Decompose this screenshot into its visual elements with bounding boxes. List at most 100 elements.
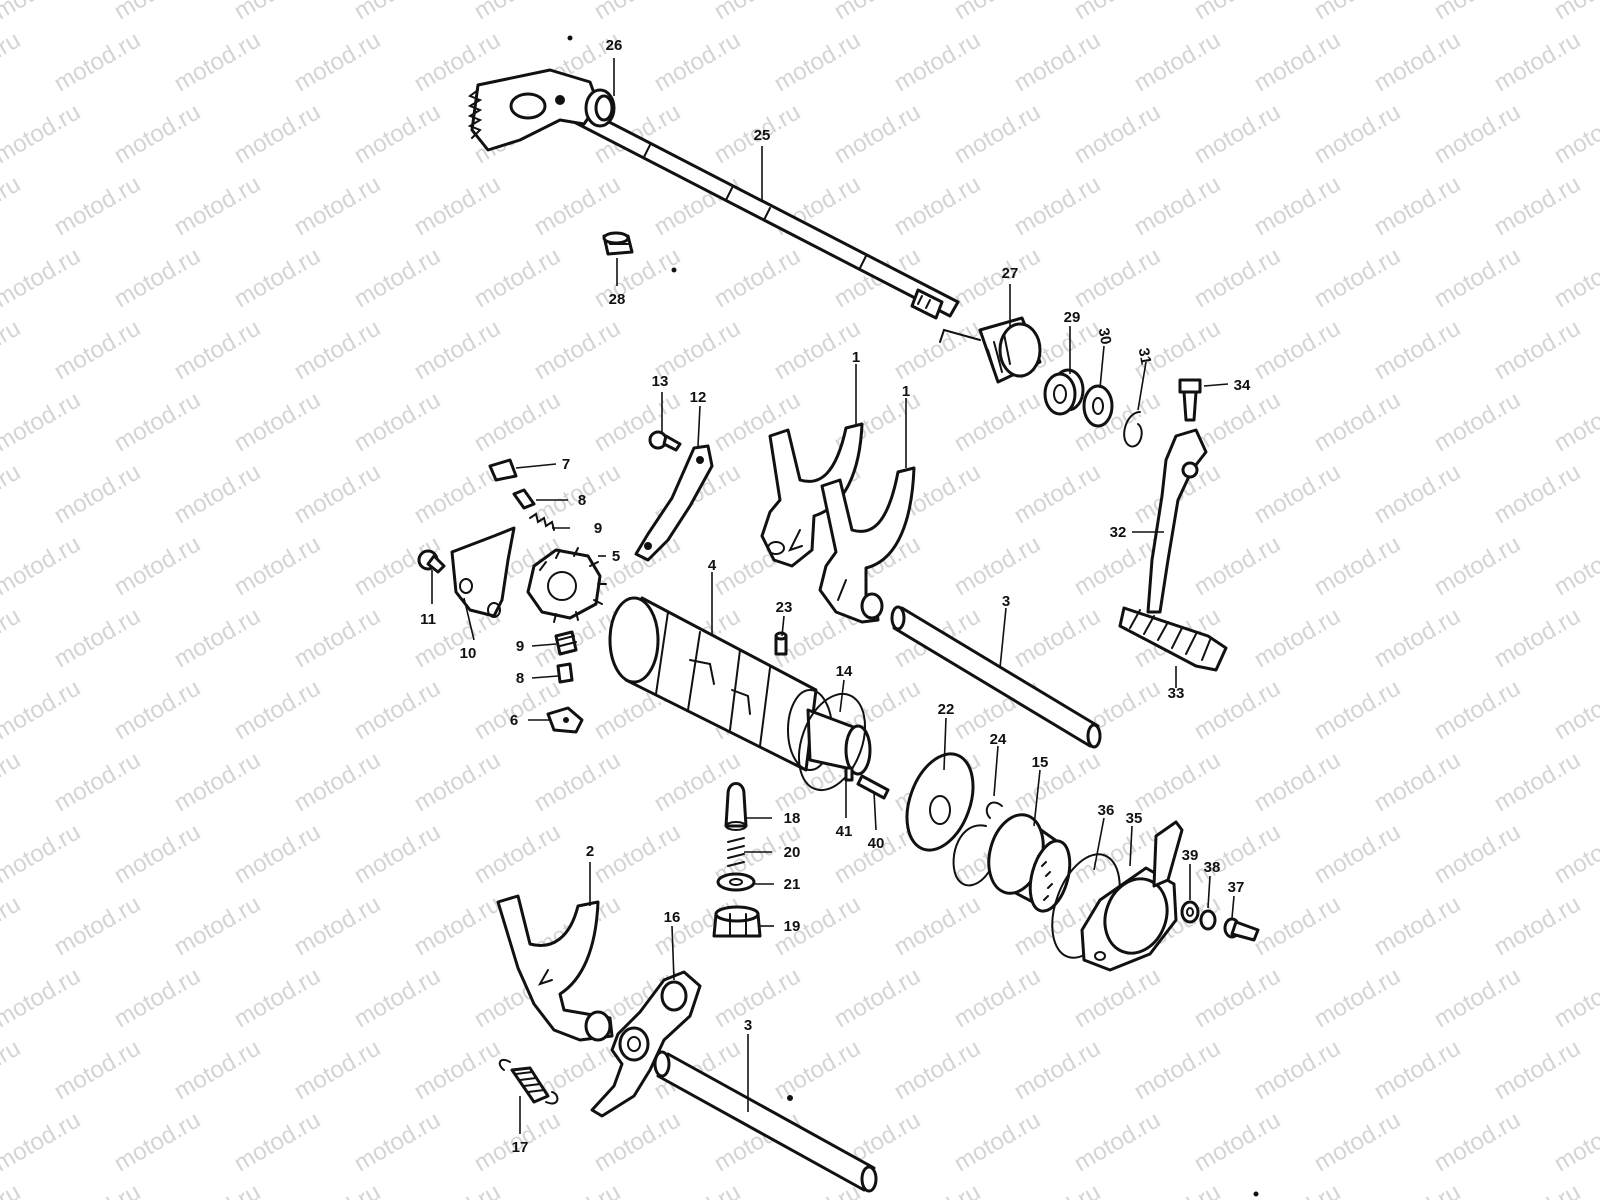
watermark-text: motod.ru — [830, 962, 926, 1033]
watermark-text: motod.ru — [530, 746, 626, 817]
watermark-text: motod.ru — [1430, 962, 1526, 1033]
pin-8a-drawing — [512, 488, 536, 510]
watermark-text: motod.ru — [1250, 1034, 1346, 1105]
watermark-text: motod.ru — [1370, 170, 1466, 241]
watermark-text: motod.ru — [1310, 530, 1406, 601]
watermark-text: motod.ru — [1070, 0, 1166, 25]
callout-9b: 9 — [516, 638, 524, 655]
cam-gear-5-drawing — [526, 547, 607, 623]
watermark-text: motod.ru — [0, 26, 25, 97]
watermark-text: motod.ru — [0, 1034, 25, 1105]
watermark-text: motod.ru — [230, 1106, 326, 1177]
watermark-text: motod.ru — [50, 890, 146, 961]
watermark-text: motod.ru — [950, 98, 1046, 169]
watermark-text: motod.ru — [1490, 890, 1586, 961]
leader-lines — [431, 58, 1235, 1134]
callout-2: 2 — [586, 843, 594, 860]
watermark-text: motod.ru — [1310, 674, 1406, 745]
bolt-19-drawing — [712, 905, 762, 938]
watermark-text: motod.ru — [50, 26, 146, 97]
shift-fork-1b-drawing — [818, 466, 916, 624]
washer-39-drawing — [1180, 900, 1200, 924]
watermark-text: motod.ru — [410, 1034, 506, 1105]
callout-7: 7 — [562, 456, 570, 473]
fork-shaft-3b-drawing — [653, 1050, 878, 1193]
watermark-text: motod.ru — [530, 170, 626, 241]
bolt-28-drawing — [602, 231, 634, 256]
spring-9b-drawing — [554, 630, 578, 656]
callout-23: 23 — [776, 599, 793, 616]
watermark-text: motod.ru — [890, 26, 986, 97]
callout-21: 21 — [784, 876, 801, 893]
callout-8a: 8 — [578, 492, 586, 509]
watermark-text: motod.ru — [1490, 458, 1586, 529]
watermark-text: motod.ru — [650, 26, 746, 97]
watermark-text: motod.ru — [1430, 530, 1526, 601]
watermark-text: motod.ru — [290, 890, 386, 961]
watermark-text: motod.ru — [890, 170, 986, 241]
watermark-text: motod.ru — [1370, 1178, 1466, 1200]
watermark-text: motod.ru — [0, 890, 25, 961]
watermark-text: motod.ru — [1010, 602, 1106, 673]
watermark-text: motod.ru — [350, 674, 446, 745]
watermark-text: motod.ru — [1310, 1106, 1406, 1177]
callout-36: 36 — [1098, 802, 1115, 819]
watermark-text: motod.ru — [1010, 26, 1106, 97]
watermark-text: motod.ru — [1250, 746, 1346, 817]
watermark-text: motod.ru — [0, 962, 85, 1033]
watermark-text: motod.ru — [170, 1034, 266, 1105]
callout-33: 33 — [1168, 685, 1185, 702]
watermark-text: motod.ru — [1250, 890, 1346, 961]
watermark-text: motod.ru — [0, 242, 85, 313]
screw-37-drawing — [1223, 917, 1260, 942]
watermark-text: motod.ru — [0, 0, 85, 25]
watermark-text: motod.ru — [0, 458, 25, 529]
watermark-text: motod.ru — [1190, 962, 1286, 1033]
watermark-text: motod.ru — [50, 602, 146, 673]
watermark-text: motod.ru — [950, 962, 1046, 1033]
watermark-text: motod.ru — [170, 314, 266, 385]
watermark-text: motod.ru — [290, 26, 386, 97]
watermark-text: motod.ru — [50, 458, 146, 529]
watermark-text: motod.ru — [230, 242, 326, 313]
watermark-text: motod.ru — [1550, 1106, 1600, 1177]
callout-31: 31 — [1135, 347, 1155, 366]
watermark-text: motod.ru — [770, 1034, 866, 1105]
watermark-text: motod.ru — [1550, 962, 1600, 1033]
watermark-text: motod.ru — [1550, 386, 1600, 457]
watermark-text: motod.ru — [0, 1178, 25, 1200]
watermark-text: motod.ru — [0, 602, 25, 673]
callout-40: 40 — [868, 835, 885, 852]
stopper-16-drawing — [590, 970, 702, 1118]
watermark-text: motod.ru — [230, 98, 326, 169]
watermark-text: motod.ru — [0, 818, 85, 889]
shift-fork-2-drawing — [496, 894, 614, 1042]
spring-17-drawing — [498, 1058, 559, 1105]
watermark-text: motod.ru — [1070, 98, 1166, 169]
callout-24: 24 — [990, 731, 1007, 748]
watermark-text: motod.ru — [230, 0, 326, 25]
watermark-text: motod.ru — [0, 1106, 85, 1177]
watermark-text: motod.ru — [0, 170, 25, 241]
watermark-text: motod.ru — [770, 26, 866, 97]
watermark-text: motod.ru — [410, 1178, 506, 1200]
callout-17: 17 — [512, 1139, 529, 1156]
watermark-text: motod.ru — [1310, 0, 1406, 25]
watermark-text: motod.ru — [290, 1178, 386, 1200]
pin-8b-drawing — [556, 662, 574, 684]
watermark-text: motod.ru — [50, 314, 146, 385]
watermark-text: motod.ru — [1490, 170, 1586, 241]
watermark-text: motod.ru — [230, 674, 326, 745]
watermark-text: motod.ru — [350, 1106, 446, 1177]
watermark-text: motod.ru — [1310, 818, 1406, 889]
watermark-text: motod.ru — [1370, 26, 1466, 97]
watermark-text: motod.ru — [1130, 1178, 1226, 1200]
callout-4: 4 — [708, 557, 717, 574]
watermark-text: motod.ru — [1010, 458, 1106, 529]
plate-12-drawing — [634, 444, 714, 562]
watermark-text: motod.ru — [1310, 242, 1406, 313]
watermark-text: motod.ru — [1010, 1178, 1106, 1200]
callout-1a: 1 — [852, 349, 860, 366]
